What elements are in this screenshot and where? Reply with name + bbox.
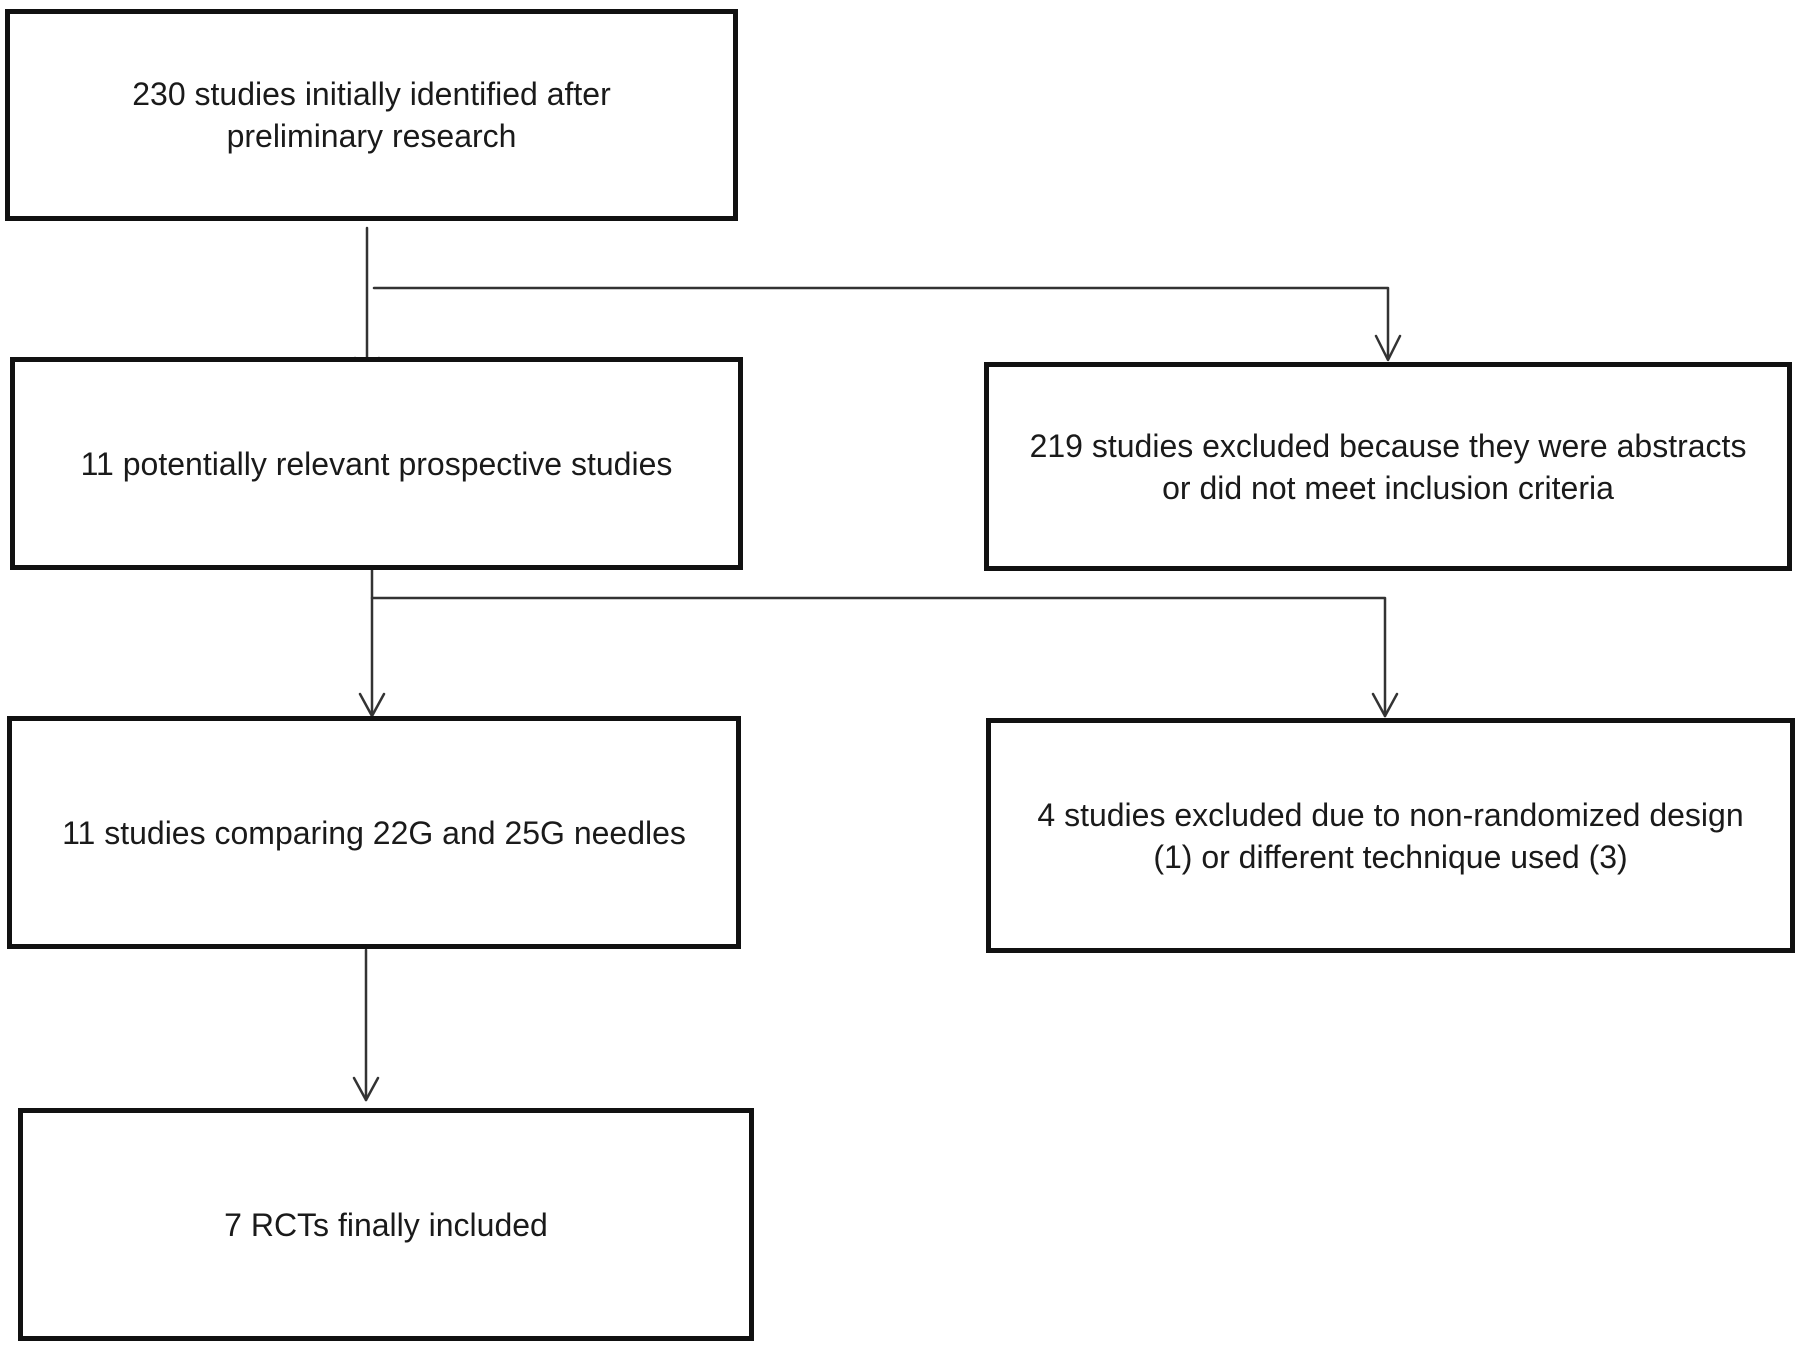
arrowhead-comparing-to-included — [352, 1076, 380, 1102]
connector-identified-to-excluded — [372, 286, 1390, 360]
box-excluded-abstracts: 219 studies excluded because they were a… — [984, 362, 1792, 571]
box-potentially-relevant: 11 potentially relevant prospective stud… — [10, 357, 743, 570]
box-identified: 230 studies initially identified after p… — [5, 9, 738, 221]
box-excluded-design-text: 4 studies excluded due to non-randomized… — [1037, 796, 1744, 875]
box-comparing-text: 11 studies comparing 22G and 25G needles — [62, 814, 686, 851]
box-included-text: 7 RCTs finally included — [224, 1206, 548, 1243]
box-excluded-abstracts-text: 219 studies excluded because they were a… — [1029, 427, 1747, 506]
box-identified-text: 230 studies initially identified after p… — [132, 76, 611, 154]
box-potentially-relevant-text: 11 potentially relevant prospective stud… — [80, 445, 673, 482]
box-included: 7 RCTs finally included — [18, 1108, 754, 1341]
box-excluded-design: 4 studies excluded due to non-randomized… — [986, 718, 1795, 953]
connector-relevant-to-excluded — [370, 596, 1387, 718]
arrowhead-relevant-to-excluded — [1371, 692, 1399, 718]
box-comparing: 11 studies comparing 22G and 25G needles — [7, 716, 741, 949]
arrowhead-identified-to-excluded — [1374, 334, 1402, 362]
